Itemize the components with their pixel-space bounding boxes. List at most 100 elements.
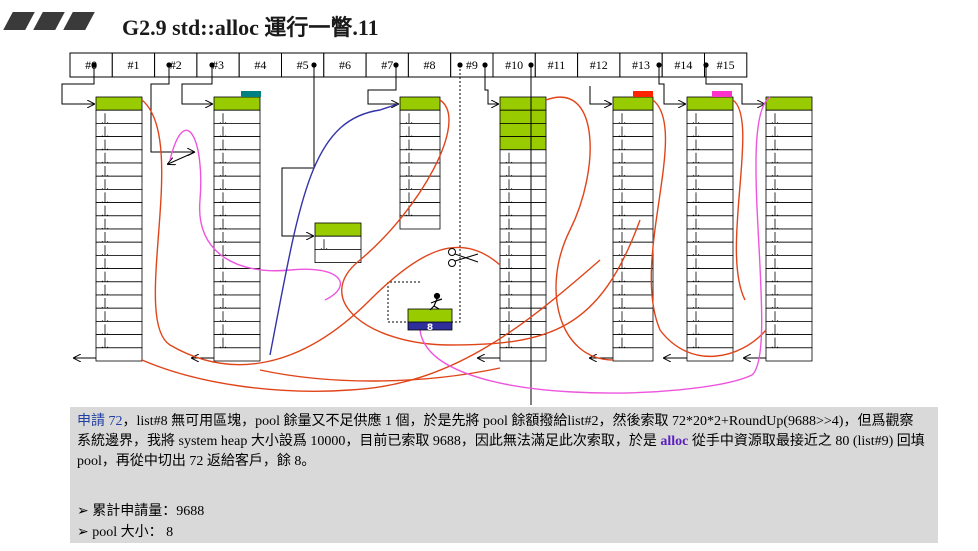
chunk-list9-block: [499, 162, 547, 177]
free-list-label: #1: [127, 58, 139, 72]
chunk-list3-block: [213, 241, 261, 256]
chunk-list15-block: [765, 109, 813, 124]
chunk-list7-block: [399, 149, 441, 164]
free-list-cell: [365, 52, 409, 78]
chunk-list0-block: [95, 215, 143, 230]
chunk-list9-block: [499, 123, 547, 138]
chunk-list5-block: [314, 248, 362, 263]
pool-chunk: [407, 308, 453, 324]
chunk-list11-block: [612, 281, 654, 296]
chunk-list3-block: [213, 268, 261, 283]
chunk-list9-block: [499, 215, 547, 230]
notes-panel: 申請 72，list#8 無可用區塊，pool 餘量又不足供應 1 個，於是先將…: [70, 407, 938, 543]
chunk-list11-block: [612, 268, 654, 283]
chunk-list15-block: [765, 334, 813, 349]
chunk-list7-block: [399, 109, 441, 124]
request-text: 申請 72: [77, 414, 123, 429]
chunk-list13-block: [686, 149, 734, 164]
curve-orange: [341, 99, 641, 346]
chunk-list0-block: [95, 96, 143, 111]
chunk-list15-block: [765, 241, 813, 256]
chunk-list13-block: [686, 320, 734, 335]
chunk-list9-block: [499, 334, 547, 349]
chunk-list0-block: [95, 109, 143, 124]
chunk-list13-block: [686, 162, 734, 177]
chunk-list13-block: [686, 188, 734, 203]
chunk-list3-block: [213, 175, 261, 190]
chunk-list0-block: [95, 149, 143, 164]
chunk-list13-block: [686, 123, 734, 138]
free-list-label: #12: [590, 58, 608, 72]
chunk-list15-block: [765, 268, 813, 283]
list-pointer: [428, 65, 461, 323]
chunk-list3-block: [213, 347, 261, 362]
chunk-list3-block: [213, 294, 261, 309]
curve-orange: [259, 367, 501, 382]
chunk-list0-block: [95, 268, 143, 283]
chunk-list9-block: [499, 109, 547, 124]
list-pointer: [484, 65, 498, 104]
chunk-list9-block: [499, 241, 547, 256]
chunk-list7-block: [399, 202, 441, 217]
alloc-keyword: alloc: [660, 434, 689, 449]
list-pointer: [168, 151, 196, 164]
memory-chunks: [95, 91, 813, 362]
chunk-list9-block: [499, 294, 547, 309]
chunk-list15-block: [765, 175, 813, 190]
chunk-list9-block: [499, 281, 547, 296]
chunk-list15-block: [765, 202, 813, 217]
list-pointer: [281, 65, 315, 236]
allocator-diagram: #0#1#2#3#4#5#6#7#8#9#10#11#12#13#14#15 8: [61, 52, 813, 405]
list-pointer: [589, 86, 611, 104]
chunk-list13-block: [686, 136, 734, 151]
chunk-list0-block: [95, 347, 143, 362]
chunk-list3-block: [213, 202, 261, 217]
chunk-list3-block: [213, 334, 261, 349]
chunk-list9-block: [499, 175, 547, 190]
chunk-list0-block: [95, 241, 143, 256]
chunk-list13-block: [686, 109, 734, 124]
chunk-list9-block: [499, 96, 547, 111]
chunk-list3-block: [213, 254, 261, 269]
chunk-list9-block: [499, 254, 547, 269]
list-pointer: [150, 65, 194, 152]
chunk-list11-block: [612, 136, 654, 151]
chunk-list13-block: [686, 334, 734, 349]
chunk-list3-block: [213, 188, 261, 203]
chunk-list15-block: [765, 96, 813, 111]
chunk-list11-block: [612, 188, 654, 203]
free-list-label: #2: [170, 58, 182, 72]
curve-orange: [141, 259, 601, 392]
free-list-label: #9: [466, 58, 478, 72]
chunk-list3-block: [213, 123, 261, 138]
free-list-label: #3: [212, 58, 224, 72]
chunk-list11-block: [612, 162, 654, 177]
chunk-list0-block: [95, 188, 143, 203]
notes-paragraph: 申請 72，list#8 無可用區塊，pool 餘量又不足供應 1 個，於是先將…: [77, 412, 927, 472]
chunk-list11-block: [612, 228, 654, 243]
chunk-list11-block: [612, 241, 654, 256]
chunk-list0-block: [95, 228, 143, 243]
chunk-list7-block: [399, 136, 441, 151]
chunk-list0-block: [95, 202, 143, 217]
chunk-list3-block: [213, 281, 261, 296]
chunk-list7-block: [399, 175, 441, 190]
memory-curves: [141, 96, 771, 394]
chunk-list15-block: [765, 254, 813, 269]
free-list-label: #4: [254, 58, 266, 72]
curve-orange: [732, 99, 746, 301]
chunk-list0-block: [95, 123, 143, 138]
page-title: G2.9 std::alloc 運行一瞥.11: [122, 15, 379, 40]
chunk-list13-block: [686, 294, 734, 309]
chunk-list3-block: [213, 96, 261, 111]
chunk-list11-block: [612, 307, 654, 322]
chunk-list13-block: [686, 307, 734, 322]
chunk-list3-block: [213, 136, 261, 151]
chunk-list15-block: [765, 347, 813, 362]
chunk-list11-block: [612, 294, 654, 309]
chunk-list5-block: [314, 235, 362, 250]
chunk-list11-block: [612, 334, 654, 349]
list-pointer: [181, 65, 212, 104]
curve-orange: [141, 99, 501, 366]
chunk-list9-block: [499, 268, 547, 283]
